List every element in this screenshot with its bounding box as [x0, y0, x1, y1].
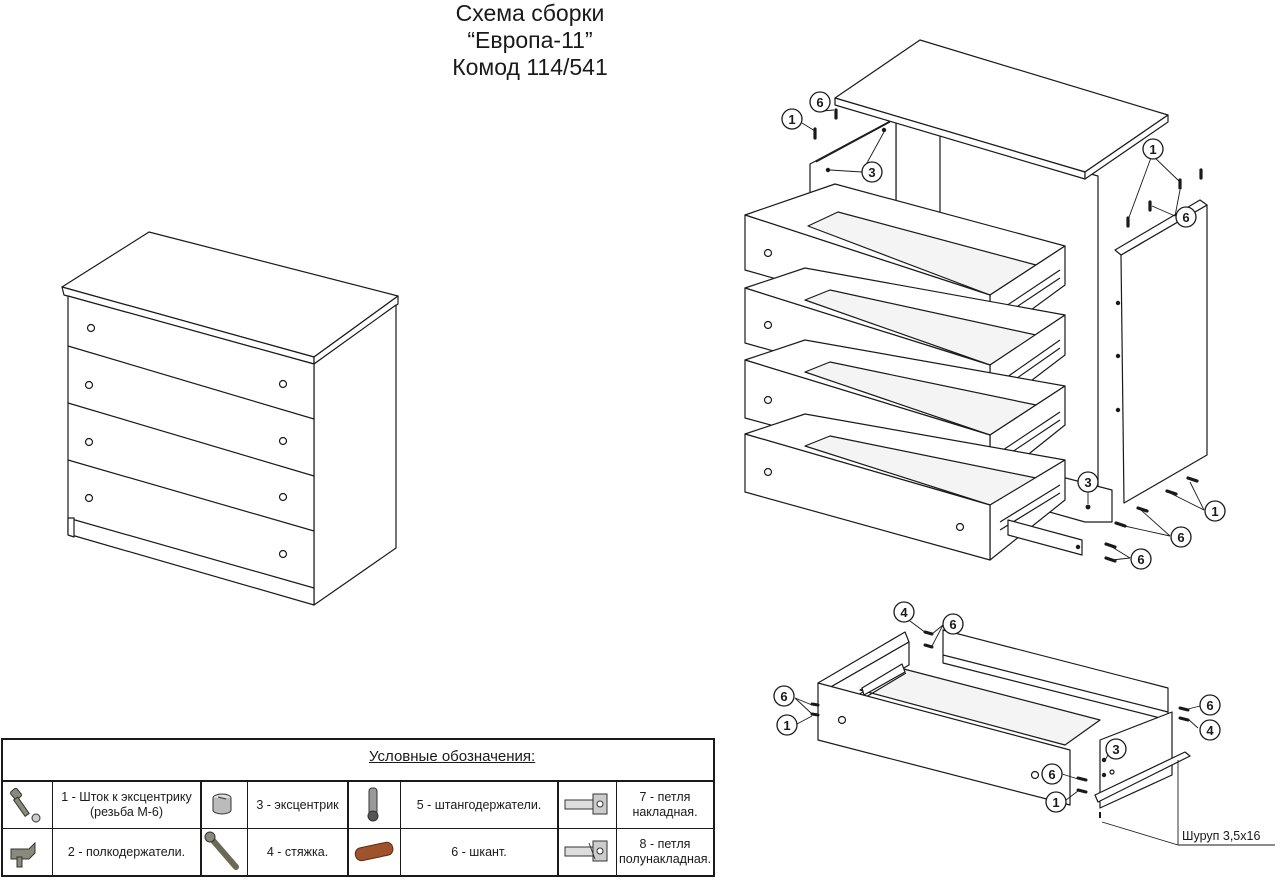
svg-text:6: 6 [1182, 210, 1189, 225]
callout-1-drawer-front: 1 [1045, 791, 1067, 813]
leader-lines [794, 109, 1205, 801]
svg-text:3: 3 [1112, 742, 1119, 757]
legend-label-4: 4 - стяжка. [266, 844, 329, 859]
svg-text:3: 3 [1084, 475, 1091, 490]
svg-text:6: 6 [949, 617, 956, 632]
legend-item-5: 5 - штангодержатели. [349, 782, 559, 829]
callout-6-drawer-right: 6 [1199, 694, 1221, 716]
legend-label-5: 5 - штангодержатели. [416, 797, 542, 812]
drawer-detail [810, 629, 1275, 846]
svg-text:1: 1 [1149, 142, 1156, 157]
callout-4-drawer-top: 4 [893, 601, 915, 623]
callout-1-bottom: 1 [1204, 500, 1226, 522]
legend-table: Условные обозначения: 1 - Шток к эксцент… [1, 738, 715, 877]
callout-6-drawer-top: 6 [942, 613, 964, 635]
callout-1-left: 1 [781, 108, 803, 130]
svg-text:4: 4 [1206, 723, 1214, 738]
title-line-1: Схема сборки [455, 0, 605, 26]
legend-item-8: 8 - петля полунакладная. [559, 829, 713, 875]
svg-text:6: 6 [1048, 767, 1055, 782]
legend-label-1: 1 - Шток к эксцентрику (резьба М-6) [61, 790, 192, 819]
svg-text:6: 6 [1137, 552, 1144, 567]
callout-4-drawer-right: 4 [1199, 719, 1221, 741]
title-line-2: “Европа-11” [467, 27, 593, 53]
legend-label-7: 7 - петля накладная. [632, 790, 698, 819]
screw-label: Шуруп 3,5x16 [1182, 829, 1260, 843]
legend-label-8: 8 - петля полунакладная. [618, 837, 712, 866]
overlay-hinge-icon [559, 782, 617, 828]
callout-3-side: 3 [861, 161, 883, 183]
callout-1-right-top: 1 [1142, 138, 1164, 160]
callout-6-bottom: 6 [1130, 548, 1152, 570]
wooden-dowel-icon [349, 829, 401, 875]
legend-label-3: 3 - эксцентрик [256, 797, 339, 812]
callout-6-drawer-left: 6 [773, 685, 795, 707]
half-overlay-hinge-icon [559, 829, 617, 875]
drawer-runner [1094, 751, 1191, 803]
callout-6-top: 6 [809, 91, 831, 113]
legend-label-6: 6 - шкант. [451, 844, 507, 859]
callout-6-right-top: 6 [1175, 206, 1197, 228]
exploded-view [744, 39, 1208, 563]
legend-item-7: 7 - петля накладная. [559, 782, 713, 829]
svg-text:1: 1 [1211, 504, 1218, 519]
callout-3-bottom: 3 [1077, 471, 1099, 493]
svg-text:3: 3 [868, 165, 875, 180]
legend-title: Условные обозначения: [369, 748, 536, 765]
legend-label-2: 2 - полкодержатели. [67, 844, 186, 859]
drawer-4 [744, 413, 1083, 561]
svg-text:6: 6 [816, 95, 823, 110]
legend-header: Условные обозначения: [3, 740, 713, 782]
callout-6-bottom-right: 6 [1170, 526, 1192, 548]
confirmat-screw-icon [202, 829, 248, 875]
chest-knobs [84, 323, 288, 559]
legend-item-1: 1 - Шток к эксцентрику (резьба М-6) [3, 782, 202, 829]
callout-3-drawer: 3 [1105, 738, 1127, 760]
eccentric-rod-icon [3, 782, 53, 828]
callout-6-drawer-front: 6 [1041, 763, 1063, 785]
legend-item-6: 6 - шкант. [349, 829, 559, 875]
callout-1-drawer-left: 1 [776, 714, 798, 736]
title-line-3: Комод 114/541 [452, 54, 608, 80]
svg-text:6: 6 [1177, 530, 1184, 545]
drawer-front [817, 682, 1071, 806]
fastener-marks [813, 108, 1203, 563]
svg-text:1: 1 [783, 718, 790, 733]
legend-item-4: 4 - стяжка. [202, 829, 349, 875]
svg-text:1: 1 [1052, 795, 1059, 810]
shelf-support-icon [3, 829, 53, 875]
svg-text:6: 6 [780, 689, 787, 704]
diagram-title: Схема сборки “Европа-11” Комод 114/541 [380, 0, 680, 81]
rod-holder-icon [349, 782, 401, 828]
svg-text:6: 6 [1206, 698, 1213, 713]
legend-item-3: 3 - эксцентрик [202, 782, 349, 829]
legend-item-2: 2 - полкодержатели. [3, 829, 202, 875]
assembled-chest [61, 231, 399, 606]
eccentric-cam-icon [202, 782, 248, 828]
callouts: 6 1 3 1 6 3 1 6 6 4 6 6 1 6 4 3 6 1 [773, 91, 1226, 813]
right-side-panel [1120, 204, 1208, 504]
svg-text:1: 1 [788, 112, 795, 127]
svg-text:4: 4 [900, 605, 908, 620]
